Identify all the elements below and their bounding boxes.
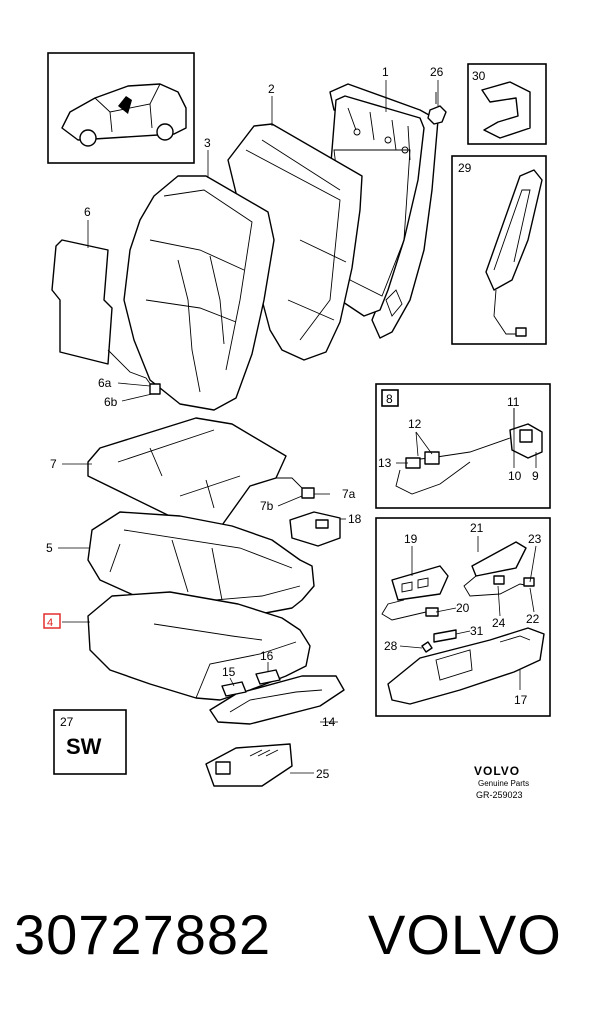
part-26-screw — [427, 92, 447, 125]
callout-15: 15 — [222, 665, 236, 679]
callout-7: 7 — [50, 457, 57, 471]
part-27-sw-box — [53, 709, 127, 775]
callout-13: 13 — [378, 456, 392, 470]
sw-label: SW — [66, 734, 102, 759]
callout-2: 2 — [268, 82, 275, 96]
callout-6b: 6b — [104, 395, 118, 409]
part-number: 30727882 — [14, 903, 272, 966]
volvo-brand-block: VOLVO Genuine Parts GR-259023 — [474, 764, 529, 800]
part-29-box — [451, 155, 547, 345]
callout-31: 31 — [470, 624, 484, 638]
part-3-backrest-cushion — [123, 175, 275, 411]
callout-3: 3 — [204, 136, 211, 150]
part-4-seat-cushion — [87, 591, 311, 701]
callout-23: 23 — [528, 532, 542, 546]
callout-20: 20 — [456, 601, 470, 615]
parts-diagram: 1 26 30 2 3 29 6 6a 6b 8 11 12 13 7 10 9… — [43, 52, 551, 800]
brand-name: VOLVO — [368, 903, 562, 966]
callout-30: 30 — [472, 69, 486, 83]
part-25-module — [205, 743, 293, 787]
callout-16: 16 — [260, 649, 274, 663]
callout-9: 9 — [532, 469, 539, 483]
callout-27: 27 — [60, 715, 74, 729]
callout-29: 29 — [458, 161, 472, 175]
callout-8: 8 — [386, 392, 393, 406]
callout-7b: 7b — [260, 499, 274, 513]
callout-25: 25 — [316, 767, 330, 781]
part-8-box — [375, 383, 551, 509]
callout-14: 14 — [322, 715, 336, 729]
part-6-heating-pad — [51, 239, 161, 395]
callout-28: 28 — [384, 639, 398, 653]
callout-22: 22 — [526, 612, 540, 626]
switch-panel-box — [375, 517, 551, 717]
callout-5: 5 — [46, 541, 53, 555]
part-30-box — [467, 63, 547, 145]
part-18-module — [289, 511, 341, 547]
callout-6: 6 — [84, 205, 91, 219]
callout-24: 24 — [492, 616, 506, 630]
callout-10: 10 — [508, 469, 522, 483]
callout-4: 4 — [47, 617, 53, 629]
part-14-frame — [209, 669, 345, 725]
callout-1: 1 — [382, 65, 389, 79]
callout-labels: 1 26 30 2 3 29 6 6a 6b 8 11 12 13 7 10 9… — [43, 65, 542, 781]
callout-17: 17 — [514, 693, 528, 707]
callout-4-highlight — [43, 613, 61, 629]
footer: 30727882 VOLVO — [0, 895, 600, 985]
car-thumbnail — [47, 52, 195, 164]
callout-11: 11 — [507, 395, 520, 409]
drawing-ref: GR-259023 — [476, 790, 523, 800]
callout-21: 21 — [470, 521, 484, 535]
callout-19: 19 — [404, 532, 418, 546]
callout-26: 26 — [430, 65, 444, 79]
brand-logo: VOLVO — [474, 764, 520, 778]
callout-12: 12 — [408, 417, 422, 431]
callout-7a: 7a — [342, 487, 356, 501]
callout-18: 18 — [348, 512, 362, 526]
callout-6a: 6a — [98, 376, 112, 390]
connector-7a — [276, 477, 315, 499]
leader-lines — [58, 80, 537, 774]
brand-sub: Genuine Parts — [478, 779, 529, 788]
